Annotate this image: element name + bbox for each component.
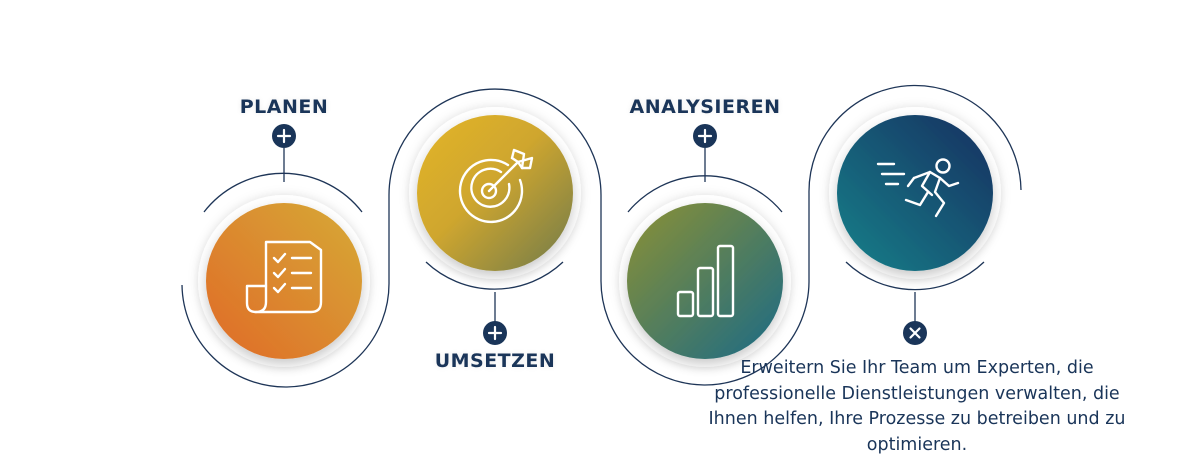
expand-button-umsetzen[interactable] [483, 321, 507, 345]
step-title-planen: PLANEN [239, 96, 329, 118]
running-person-icon [876, 158, 960, 218]
expand-button-analysieren[interactable] [693, 124, 717, 148]
connector-line [181, 84, 1022, 388]
step-circle-umsetzen[interactable] [417, 115, 573, 271]
expanded-description: Erweitern Sie Ihr Team um Experten, die … [708, 358, 1126, 455]
step-title-umsetzen: UMSETZEN [434, 350, 556, 372]
target-icon [458, 148, 534, 224]
bar-chart-icon [676, 244, 735, 318]
close-icon [909, 327, 921, 339]
expand-button-planen[interactable] [272, 124, 296, 148]
collapse-button-team[interactable] [903, 321, 927, 345]
step-circle-planen[interactable] [206, 203, 362, 359]
plus-icon [697, 128, 713, 144]
plus-icon [487, 325, 503, 341]
plus-icon [276, 128, 292, 144]
step-title-analysieren: ANALYSIEREN [629, 96, 781, 118]
step-circle-analysieren[interactable] [627, 203, 783, 359]
step-circle-team[interactable] [837, 115, 993, 271]
checklist-icon [245, 240, 323, 314]
